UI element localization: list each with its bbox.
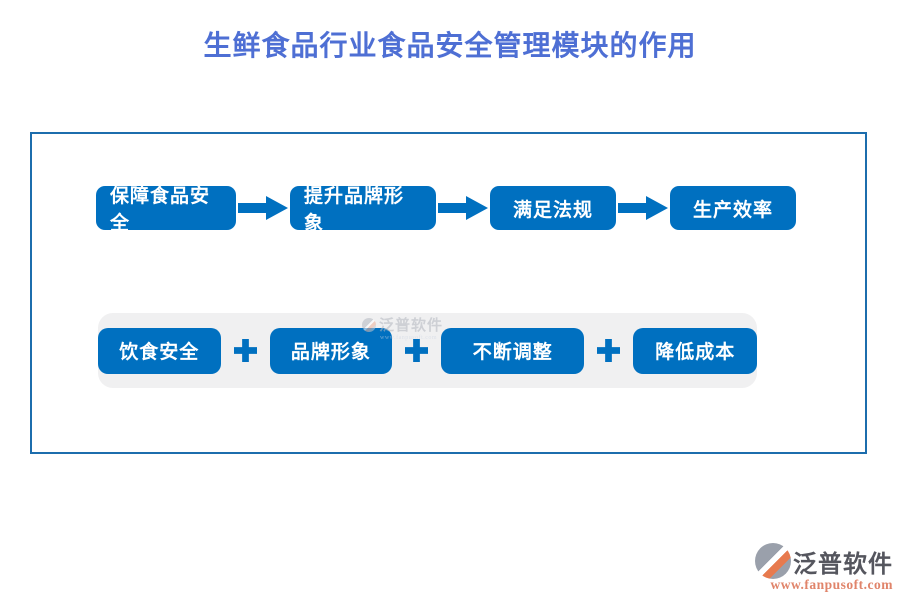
arrow-right-icon [618, 196, 668, 220]
flow-step-3: 满足法规 [490, 186, 616, 230]
page-title: 生鲜食品行业食品安全管理模块的作用 [203, 31, 697, 62]
arrow-right-icon [238, 196, 288, 220]
plus-icon [233, 339, 257, 362]
footer-brand-name: 泛普软件 [793, 551, 893, 578]
formula-panel: 饮食安全 品牌形象 不断调整 降低成本 [98, 313, 757, 388]
diagram-border-box [30, 132, 867, 454]
plus-icon [597, 339, 621, 362]
arrow-right-icon [438, 196, 488, 220]
footer-site-url: www.fanpusoft.com [770, 577, 893, 592]
plus-icon [405, 339, 429, 362]
footer-logo: 泛普软件 www.fanpusoft.com [755, 543, 893, 593]
flow-step-1: 保障食品安全 [96, 186, 236, 234]
flow-row: 保障食品安全 提升品牌形象 满足法规 生产效率 [96, 186, 796, 234]
formula-item-4: 降低成本 [633, 327, 757, 374]
flow-step-4: 生产效率 [670, 186, 796, 230]
fanpu-logo-icon [755, 543, 791, 579]
formula-item-2: 品牌形象 [269, 327, 393, 374]
formula-item-3: 不断调整 [441, 327, 585, 374]
flow-step-2: 提升品牌形象 [290, 186, 436, 234]
formula-item-1: 饮食安全 [98, 327, 221, 374]
